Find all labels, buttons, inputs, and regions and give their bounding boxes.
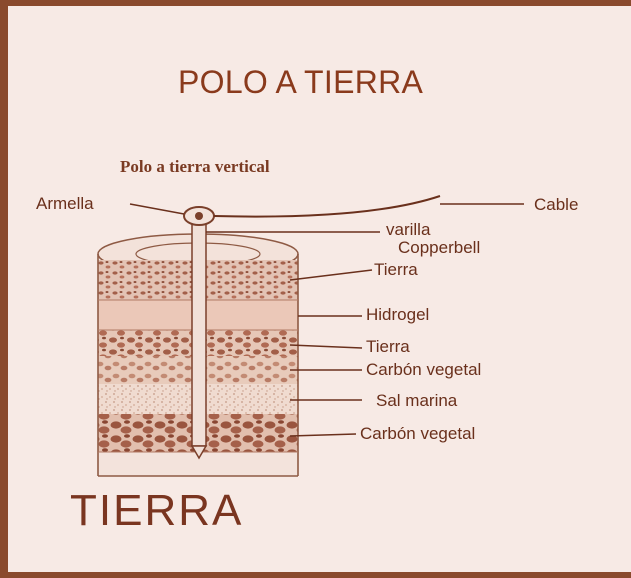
frame-bottom-border xyxy=(0,572,631,578)
label-carbon-vegetal-1: Carbón vegetal xyxy=(366,360,482,379)
frame-top-border xyxy=(0,0,631,6)
armella-eyelet xyxy=(183,206,215,226)
label-cable: Cable xyxy=(534,195,579,214)
label-copperbell: Copperbell xyxy=(398,238,481,257)
slide-title: POLO A TIERRA xyxy=(178,64,424,100)
label-tierra-top: Tierra xyxy=(374,260,418,279)
label-carbon-vegetal-2: Carbón vegetal xyxy=(360,424,476,443)
leader-lines xyxy=(129,203,524,437)
label-tierra-mid: Tierra xyxy=(366,337,410,356)
footer-tierra-label: TIERRA xyxy=(70,486,244,535)
label-varilla: varilla xyxy=(386,220,431,239)
cable-wire xyxy=(213,195,441,218)
label-armella: Armella xyxy=(36,194,94,213)
diagram-subtitle: Polo a tierra vertical xyxy=(120,157,270,176)
label-hidrogel: Hidrogel xyxy=(366,305,430,324)
frame-left-border xyxy=(0,0,8,578)
label-sal-marina: Sal marina xyxy=(376,391,458,410)
copper-rod xyxy=(190,221,208,460)
